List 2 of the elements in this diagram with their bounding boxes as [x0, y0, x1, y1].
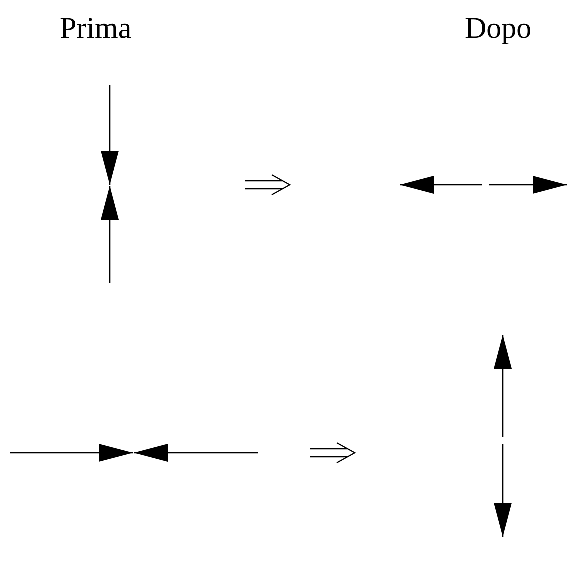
column-heading: Dopo [465, 12, 532, 46]
column-heading: Prima [60, 12, 132, 46]
